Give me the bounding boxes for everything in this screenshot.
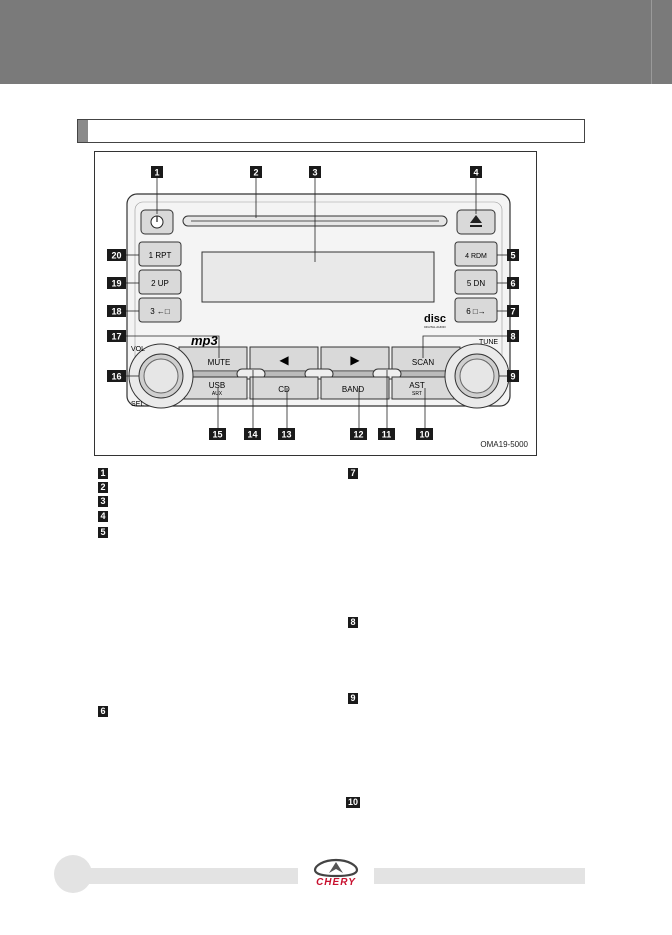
legend-marker-4: 4 (98, 511, 108, 522)
preset-4-rdm-button[interactable] (454, 241, 498, 267)
svg-text:2: 2 (253, 168, 258, 178)
svg-text:4: 4 (473, 168, 478, 178)
band-button[interactable] (320, 376, 390, 400)
preset-1-rpt-label: 1 RPT (149, 251, 172, 260)
mp3-logo: mp3 (191, 333, 219, 348)
svg-text:1: 1 (154, 168, 159, 178)
preset-2-up-button[interactable] (138, 269, 182, 295)
svg-text:16: 16 (111, 372, 121, 382)
legend-marker-3: 3 (98, 496, 108, 507)
svg-text:12: 12 (353, 430, 363, 440)
cd-button[interactable] (249, 376, 319, 400)
display-screen (201, 251, 435, 303)
footer-bar-left (70, 868, 298, 884)
callout-badges: 1 2 3 4 5 6 7 8 9 10 11 12 13 14 15 16 1… (107, 166, 519, 440)
eject-icon (470, 215, 482, 223)
preset-2-up-label: 2 UP (151, 279, 169, 288)
preset-3-label: 3 ←□ (150, 307, 170, 316)
svg-text:13: 13 (281, 430, 291, 440)
svg-text:6: 6 (510, 279, 515, 289)
prev-track-icon: ◀ (279, 353, 289, 367)
brand-logo: CHERY (305, 858, 367, 892)
legend-marker-1: 1 (98, 468, 108, 479)
srt-sub-label: SRT (412, 391, 422, 397)
section-title-bar (77, 119, 585, 143)
next-track-icon: ▶ (350, 353, 360, 367)
svg-text:15: 15 (212, 430, 222, 440)
vol-label: VOL (131, 346, 145, 353)
svg-text:17: 17 (111, 332, 121, 342)
aux-sub-label: AUX (212, 391, 223, 397)
svg-text:5: 5 (510, 251, 515, 261)
svg-text:9: 9 (510, 372, 515, 382)
legend-marker-2: 2 (98, 482, 108, 493)
svg-text:11: 11 (382, 430, 392, 440)
section-bar-tab (78, 120, 88, 142)
page-header-band (0, 0, 672, 84)
ast-label: AST (409, 381, 425, 390)
preset-3-button[interactable] (138, 297, 182, 323)
svg-text:8: 8 (510, 332, 515, 342)
legend-marker-7: 7 (348, 468, 358, 479)
svg-text:10: 10 (419, 430, 429, 440)
brand-name: CHERY (316, 877, 356, 888)
mute-label: MUTE (208, 358, 231, 367)
band-label: BAND (342, 385, 364, 394)
preset-4-rdm-label: 4 RDM (465, 253, 487, 260)
svg-text:18: 18 (111, 307, 121, 317)
brand-emblem-icon (313, 858, 359, 878)
preset-5-dn-button[interactable] (454, 269, 498, 295)
svg-text:3: 3 (312, 168, 317, 178)
svg-text:20: 20 (111, 251, 121, 261)
preset-5-dn-label: 5 DN (467, 279, 485, 288)
preset-6-label: 6 □→ (466, 307, 486, 316)
next-track-button[interactable] (320, 346, 390, 372)
sel-label: SEL (131, 401, 144, 408)
audio-unit-diagram: 1 RPT 2 UP 3 ←□ 4 RDM 5 DN 6 □→ disc DIG… (94, 151, 537, 456)
cd-label: CD (278, 385, 290, 394)
figure-code: OMA19-5000 (480, 440, 528, 449)
svg-text:7: 7 (510, 307, 515, 317)
audio-unit-illustration: 1 RPT 2 UP 3 ←□ 4 RDM 5 DN 6 □→ disc DIG… (107, 166, 519, 440)
scan-label: SCAN (412, 358, 434, 367)
disc-logo-sub: DIGITAL AUDIO (424, 325, 446, 329)
preset-6-button[interactable] (454, 297, 498, 323)
preset-1-rpt-button[interactable] (138, 241, 182, 267)
legend-marker-8: 8 (348, 617, 358, 628)
legend-marker-9: 9 (348, 693, 358, 704)
legend-marker-6: 6 (98, 706, 108, 717)
tune-label: TUNE (479, 339, 498, 346)
disc-logo: disc (424, 313, 446, 325)
footer-bar-right (374, 868, 585, 884)
header-divider (651, 0, 652, 84)
usb-label: USB (209, 381, 225, 390)
svg-text:19: 19 (111, 279, 121, 289)
legend-marker-10: 10 (346, 797, 360, 808)
svg-text:14: 14 (247, 430, 257, 440)
legend-marker-5: 5 (98, 527, 108, 538)
